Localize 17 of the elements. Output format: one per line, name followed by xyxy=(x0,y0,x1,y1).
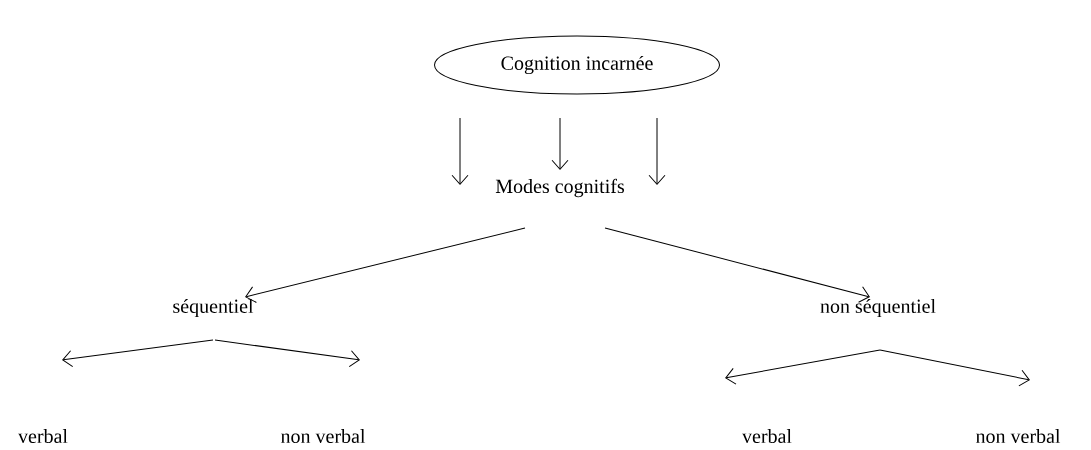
arrow xyxy=(451,117,469,185)
ellipse-node: Cognition incarnée xyxy=(434,35,720,95)
arrow xyxy=(648,117,666,185)
arrow xyxy=(214,339,360,368)
text-label: non verbal xyxy=(281,428,366,444)
arrow xyxy=(62,339,214,368)
arrow xyxy=(245,227,526,303)
arrow xyxy=(551,117,569,170)
text-label: séquentiel xyxy=(173,298,254,318)
arrow xyxy=(604,227,870,303)
text-label: non séquentiel xyxy=(820,298,936,318)
text-label: verbal xyxy=(18,428,68,444)
arrow xyxy=(879,349,1030,387)
arrow xyxy=(725,349,881,385)
text-label: verbal xyxy=(742,428,792,444)
text-label: Modes cognitifs xyxy=(495,178,624,198)
text-label: non verbal xyxy=(976,428,1061,444)
